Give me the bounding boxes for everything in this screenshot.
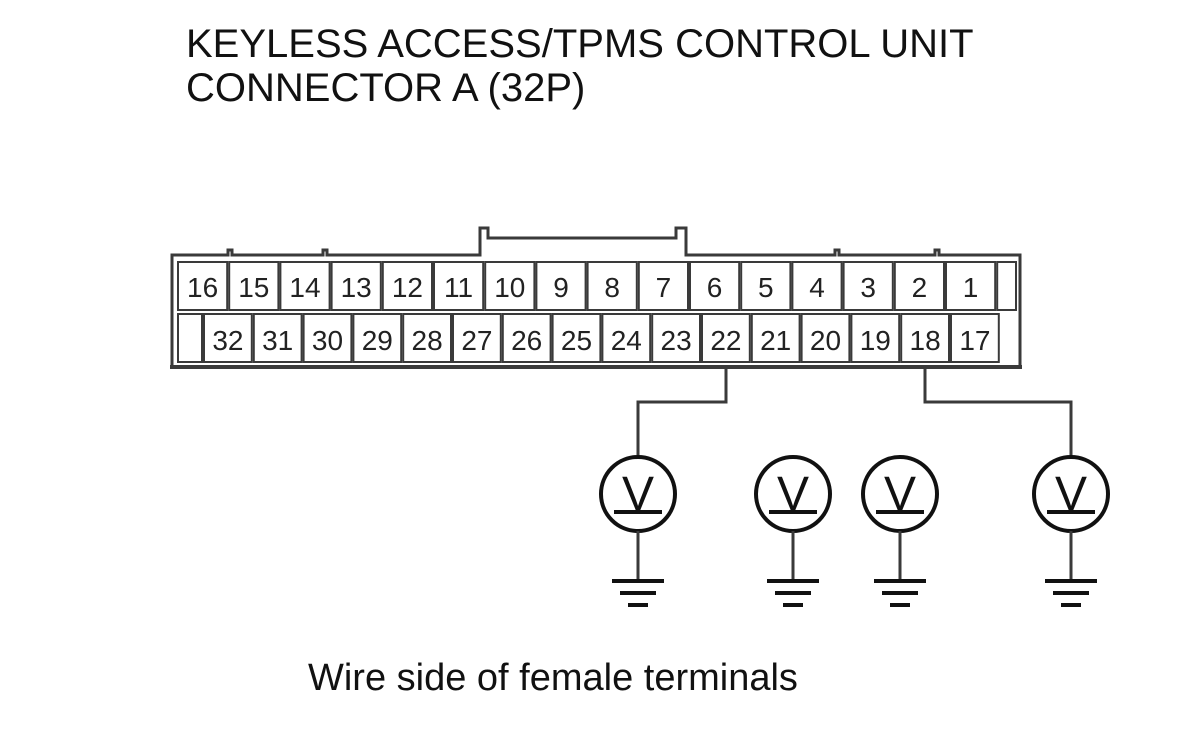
pin-cell-top-12 <box>381 261 433 311</box>
pin-label-2: 2 <box>912 272 928 303</box>
connector-body <box>170 226 1022 369</box>
pin-label-27: 27 <box>461 325 492 356</box>
pin-label-5: 5 <box>758 272 774 303</box>
probe-lead-18 <box>923 367 1073 457</box>
pin-label-10: 10 <box>494 272 525 303</box>
pin-cell-bottom-32 <box>203 313 253 363</box>
diagram-title: KEYLESS ACCESS/TPMS CONTROL UNIT CONNECT… <box>186 22 974 110</box>
pin-label-22: 22 <box>710 325 741 356</box>
diagram-caption: Wire side of female terminals <box>308 657 798 699</box>
pin-cell-bottom-30 <box>302 313 353 363</box>
pin-cell-top-5 <box>740 261 792 311</box>
pin-label-32: 32 <box>212 325 243 356</box>
pin-cell-bottom-empty <box>177 313 203 363</box>
pin-cell-top-4 <box>791 261 843 311</box>
pin-row-bottom: 32 31 30 29 28 27 26 25 24 23 22 21 20 19 18 17 <box>177 313 1000 363</box>
pin-cell-bottom-22 <box>701 313 751 363</box>
pin-label-12: 12 <box>392 272 423 303</box>
voltmeter-18: V <box>923 367 1110 607</box>
pin-label-1: 1 <box>963 272 979 303</box>
pin-row-top: 16 15 14 13 12 11 10 9 8 7 6 5 4 3 2 1 <box>177 261 1018 311</box>
pin-cell-bottom-18 <box>900 313 951 363</box>
pin-cell-top-2 <box>893 261 945 311</box>
pin-label-9: 9 <box>553 272 569 303</box>
pin-cell-bottom-28 <box>402 313 453 363</box>
pin-label-21: 21 <box>760 325 791 356</box>
pin-label-17: 17 <box>959 325 990 356</box>
pin-label-18: 18 <box>910 325 941 356</box>
pin-label-6: 6 <box>707 272 723 303</box>
pin-cell-bottom-25 <box>551 313 602 363</box>
title-line-1: KEYLESS ACCESS/TPMS CONTROL UNIT <box>186 22 974 66</box>
pin-label-15: 15 <box>238 272 269 303</box>
pin-cell-top-15 <box>228 261 280 311</box>
pin-label-26: 26 <box>511 325 542 356</box>
pin-label-8: 8 <box>604 272 620 303</box>
voltmeter-19: V <box>861 455 939 607</box>
title-line-2: CONNECTOR A (32P) <box>186 66 586 110</box>
pin-label-16: 16 <box>187 272 218 303</box>
pin-label-29: 29 <box>362 325 393 356</box>
pin-cell-top-1 <box>945 261 997 311</box>
pin-label-13: 13 <box>341 272 372 303</box>
pin-label-28: 28 <box>412 325 443 356</box>
pin-cell-top-14 <box>279 261 331 311</box>
pin-cell-bottom-31 <box>252 313 303 363</box>
pin-cell-bottom-19 <box>850 313 901 363</box>
pin-cell-bottom-26 <box>501 313 552 363</box>
pin-label-20: 20 <box>810 325 841 356</box>
pin-label-30: 30 <box>312 325 343 356</box>
pin-label-31: 31 <box>262 325 293 356</box>
pin-cell-bottom-27 <box>452 313 502 363</box>
voltmeter-22: V <box>599 367 728 607</box>
pin-label-3: 3 <box>860 272 876 303</box>
pin-cell-bottom-20 <box>800 313 851 363</box>
pin-cell-top-7 <box>637 261 689 311</box>
pin-cell-top-16 <box>177 261 229 311</box>
pin-label-11: 11 <box>444 272 473 303</box>
pin-cell-top-6 <box>689 261 741 311</box>
pin-cell-bottom-24 <box>601 313 652 363</box>
pin-label-14: 14 <box>289 272 320 303</box>
pin-cell-bottom-17 <box>950 313 1000 363</box>
pin-cell-bottom-21 <box>750 313 801 363</box>
pin-label-23: 23 <box>661 325 692 356</box>
pin-cell-top-8 <box>586 261 638 311</box>
pin-label-4: 4 <box>809 272 825 303</box>
pin-cell-top-3 <box>842 261 894 311</box>
pin-label-25: 25 <box>561 325 592 356</box>
pin-label-7: 7 <box>656 272 672 303</box>
pin-cell-top-empty <box>996 261 1018 311</box>
probe-lead-22 <box>636 367 728 457</box>
pin-cell-bottom-29 <box>352 313 403 363</box>
pin-label-24: 24 <box>611 325 642 356</box>
pin-cell-top-10 <box>484 261 536 311</box>
voltmeter-21: V <box>754 455 832 607</box>
pin-cell-top-11 <box>433 261 485 311</box>
pin-cell-bottom-23 <box>651 313 702 363</box>
pin-cell-top-13 <box>330 261 382 311</box>
pin-label-19: 19 <box>860 325 891 356</box>
pin-cell-top-9 <box>535 261 587 311</box>
